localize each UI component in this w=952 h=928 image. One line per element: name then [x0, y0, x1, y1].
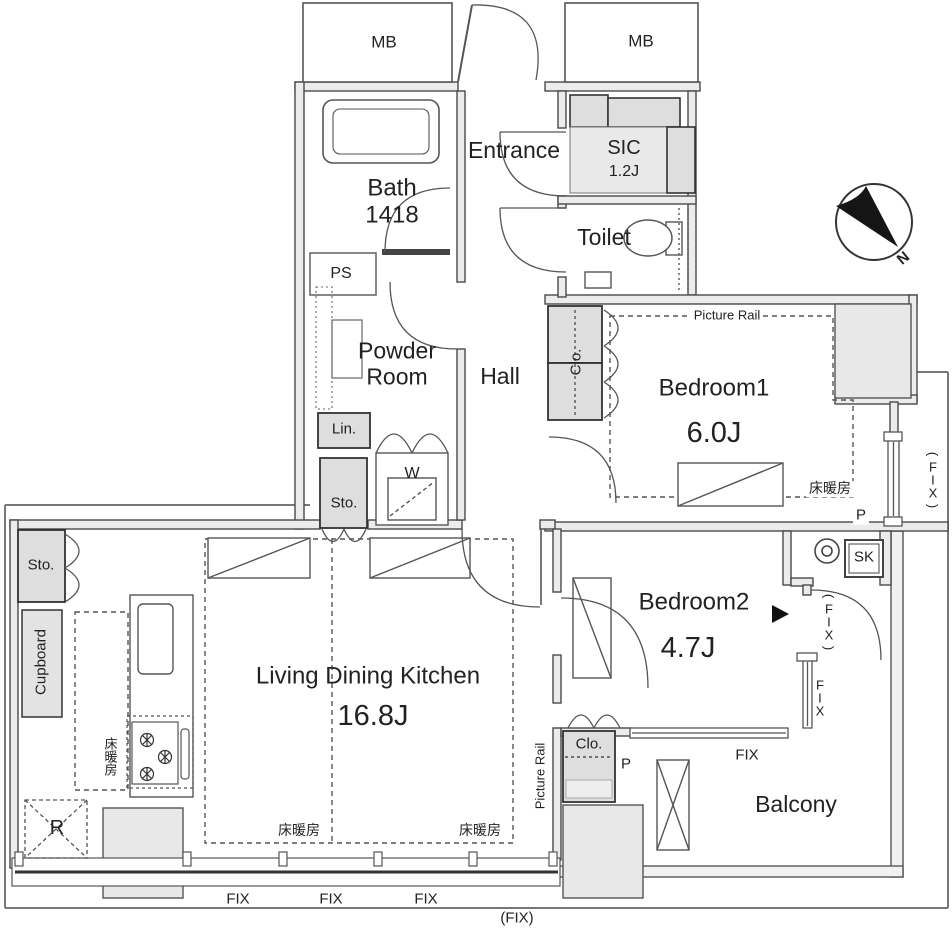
- door-swings: [64, 4, 882, 689]
- bedroom1-label: Bedroom1: [658, 374, 770, 402]
- floor-heating-kitchen-label: 床暖房: [101, 737, 121, 777]
- cupboard-box: [21, 609, 63, 718]
- counter-units: [207, 462, 784, 679]
- bedroom1-closet: [547, 305, 619, 421]
- mb-right-label: MB: [628, 31, 654, 51]
- floor-heating-bedroom1-label: 床暖房: [806, 480, 854, 497]
- ldk-size-label: 16.8J: [337, 699, 409, 732]
- bedroom2-closet: [562, 714, 621, 803]
- storage-upper-label: Sto.: [330, 494, 358, 512]
- linen-box: [317, 412, 371, 449]
- fix-bottom-1-label: FIX: [226, 890, 250, 908]
- sic-shelves: [569, 94, 696, 194]
- ps-label: PS: [330, 265, 352, 283]
- ps-box: [309, 252, 377, 296]
- utility-sink-icon: [814, 538, 884, 578]
- ldk-window-band: [11, 851, 561, 887]
- toilet-icon: [584, 208, 689, 290]
- structural-blocks: [102, 303, 912, 899]
- fridge-area: [24, 799, 88, 859]
- hall-label: Hall: [480, 363, 520, 390]
- bedroom2-label: Bedroom2: [638, 588, 750, 616]
- washer-label: W: [404, 465, 420, 483]
- linen-label: Lin.: [331, 420, 357, 438]
- stove-icon: [126, 715, 194, 789]
- balcony-label: Balcony: [755, 791, 837, 818]
- bedroom1-closet-label: Clo.: [567, 348, 585, 376]
- bath-label: Bath: [367, 174, 417, 202]
- bathtub-icon: [322, 99, 440, 164]
- bath-threshold: [382, 249, 450, 255]
- ac-unit-icon: [656, 759, 690, 851]
- toilet-label: Toilet: [577, 224, 631, 251]
- pipe-bedroom1-label: P: [852, 507, 870, 525]
- sic-label: SIC: [607, 136, 641, 159]
- floor-heating-ldk-right-label: 床暖房: [456, 822, 504, 839]
- fridge-label: R: [49, 816, 65, 839]
- sk-label: SK: [853, 548, 875, 566]
- vanity-icon: [315, 286, 363, 410]
- bedroom1-size-label: 6.0J: [686, 416, 742, 449]
- bath-size-label: 1418: [365, 201, 419, 229]
- kitchen-counter: [129, 594, 194, 798]
- mb-left-label: MB: [371, 32, 397, 52]
- fix-bottom-3-label: FIX: [414, 890, 438, 908]
- storage-ldk-label: Sto.: [27, 556, 55, 574]
- meter-boxes: [302, 2, 699, 83]
- bedroom2-size-label: 4.7J: [660, 631, 716, 664]
- storage-box-ldk: [17, 529, 66, 603]
- storage-box-upper: [319, 457, 368, 529]
- picture-rail-ldk-label: Picture Rail: [532, 742, 548, 810]
- cupboard-label: Cupboard: [32, 629, 50, 695]
- powder-room-label: Powder Room: [358, 337, 436, 389]
- washer-icon: [375, 452, 449, 526]
- fix-bottom-2-label: FIX: [319, 890, 343, 908]
- marker-triangle-icon: [772, 605, 789, 623]
- property-lines: [4, 371, 949, 909]
- fix-bedroom2-bottom-label: FIX: [735, 746, 759, 764]
- bedroom2-closet-label: Clo.: [575, 735, 603, 753]
- picture-rail-bedroom1-label: Picture Rail: [690, 308, 764, 324]
- entrance-label: Entrance: [467, 137, 561, 164]
- dashed-zones: [74, 315, 854, 844]
- floor-heating-ldk-left-label: 床暖房: [275, 822, 323, 839]
- fix-bottom-paren-label: (FIX): [500, 909, 534, 927]
- compass-icon: [835, 183, 913, 261]
- burners: [139, 732, 173, 782]
- ldk-label: Living Dining Kitchen: [255, 662, 481, 690]
- pipe-bedroom2-label: P: [620, 755, 632, 773]
- fix-windows: [629, 431, 903, 739]
- sic-size-label: 1.2J: [608, 163, 640, 181]
